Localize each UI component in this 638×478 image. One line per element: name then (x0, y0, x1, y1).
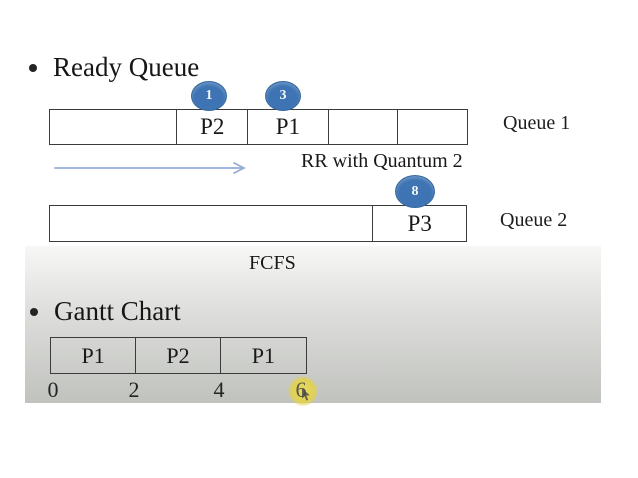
queue1-cell: P2 (176, 110, 247, 144)
mouse-cursor-icon (301, 388, 313, 407)
time-marker-badge: 1 (191, 81, 227, 111)
queue1-cell (397, 110, 467, 144)
time-marker-value: 8 (411, 183, 419, 199)
queue2-cell: P3 (372, 206, 466, 241)
gantt-table: P1 P2 P1 (50, 337, 307, 374)
queue1-cell (50, 110, 176, 144)
queue-direction-arrow-icon (53, 160, 253, 181)
gantt-segment: P1 (219, 338, 306, 373)
time-marker-value: 1 (205, 88, 213, 103)
time-marker-value: 3 (279, 88, 287, 103)
queue1-cell: P1 (247, 110, 328, 144)
queue1-table: P2 P1 (49, 109, 468, 145)
gantt-chart-heading: Gantt Chart (30, 296, 181, 326)
queue1-label: Queue 1 (503, 112, 571, 134)
queue2-label: Queue 2 (500, 209, 568, 231)
gantt-tick: 2 (128, 377, 140, 402)
queue2-cell (50, 206, 372, 241)
gantt-tick-highlighted: 6 (295, 377, 307, 402)
gantt-tick: 4 (213, 377, 225, 402)
queue1-cell (327, 110, 398, 144)
gantt-segment: P2 (135, 338, 219, 373)
ready-queue-title: Ready Queue (53, 52, 200, 82)
bullet-icon (30, 308, 38, 316)
time-marker-badge: 3 (265, 81, 301, 111)
queue2-policy-label: FCFS (249, 252, 296, 274)
gantt-chart-title: Gantt Chart (54, 296, 181, 326)
queue2-table: P3 (49, 205, 467, 242)
gantt-tick: 0 (47, 377, 59, 402)
ready-queue-heading: Ready Queue (29, 52, 199, 82)
bullet-icon (29, 64, 37, 72)
queue1-policy-label: RR with Quantum 2 (301, 150, 463, 172)
time-marker-badge: 8 (395, 175, 435, 208)
slide-lighting-gradient (25, 246, 601, 403)
gantt-segment: P1 (81, 342, 105, 368)
